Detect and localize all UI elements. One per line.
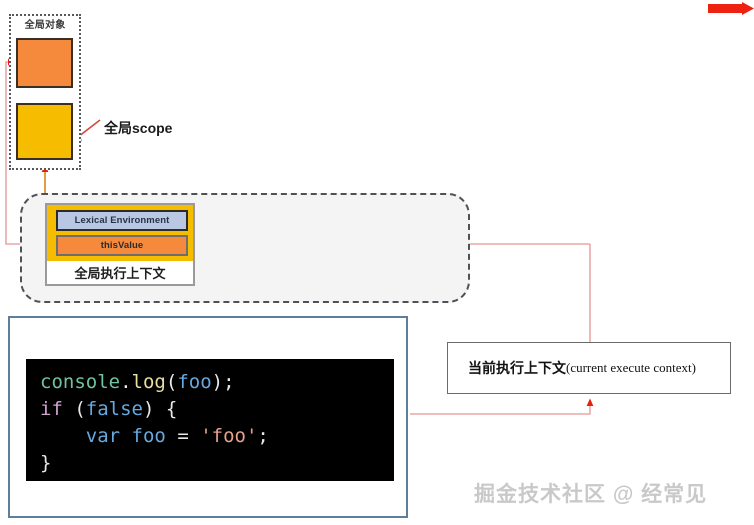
global-object-label: 全局对象 xyxy=(24,20,66,31)
code-text: console.log(foo); if (false) { var foo =… xyxy=(40,371,269,474)
execution-context-footer-label: 全局执行上下文 xyxy=(47,261,193,284)
global-scope-label: 全局scope xyxy=(104,120,173,136)
code-panel: console.log(foo); if (false) { var foo =… xyxy=(8,316,408,518)
code-block: console.log(foo); if (false) { var foo =… xyxy=(26,359,394,481)
global-execution-context-card: Lexical Environment thisValue 全局执行上下文 xyxy=(45,203,195,286)
current-context-label-cn: 当前执行上下文 xyxy=(468,360,566,376)
global-object-shape xyxy=(16,38,73,88)
current-context-label-en: (current execute context) xyxy=(566,360,696,375)
execution-context-slots: Lexical Environment thisValue xyxy=(47,205,193,261)
current-context-callout: 当前执行上下文(current execute context) xyxy=(447,342,731,394)
watermark: 掘金技术社区 @ 经常见 xyxy=(474,483,708,506)
global-scope-shape xyxy=(16,103,73,160)
lexical-environment-row: Lexical Environment xyxy=(56,210,188,231)
this-value-row: thisValue xyxy=(56,235,188,256)
red-arrow-icon xyxy=(708,2,754,15)
